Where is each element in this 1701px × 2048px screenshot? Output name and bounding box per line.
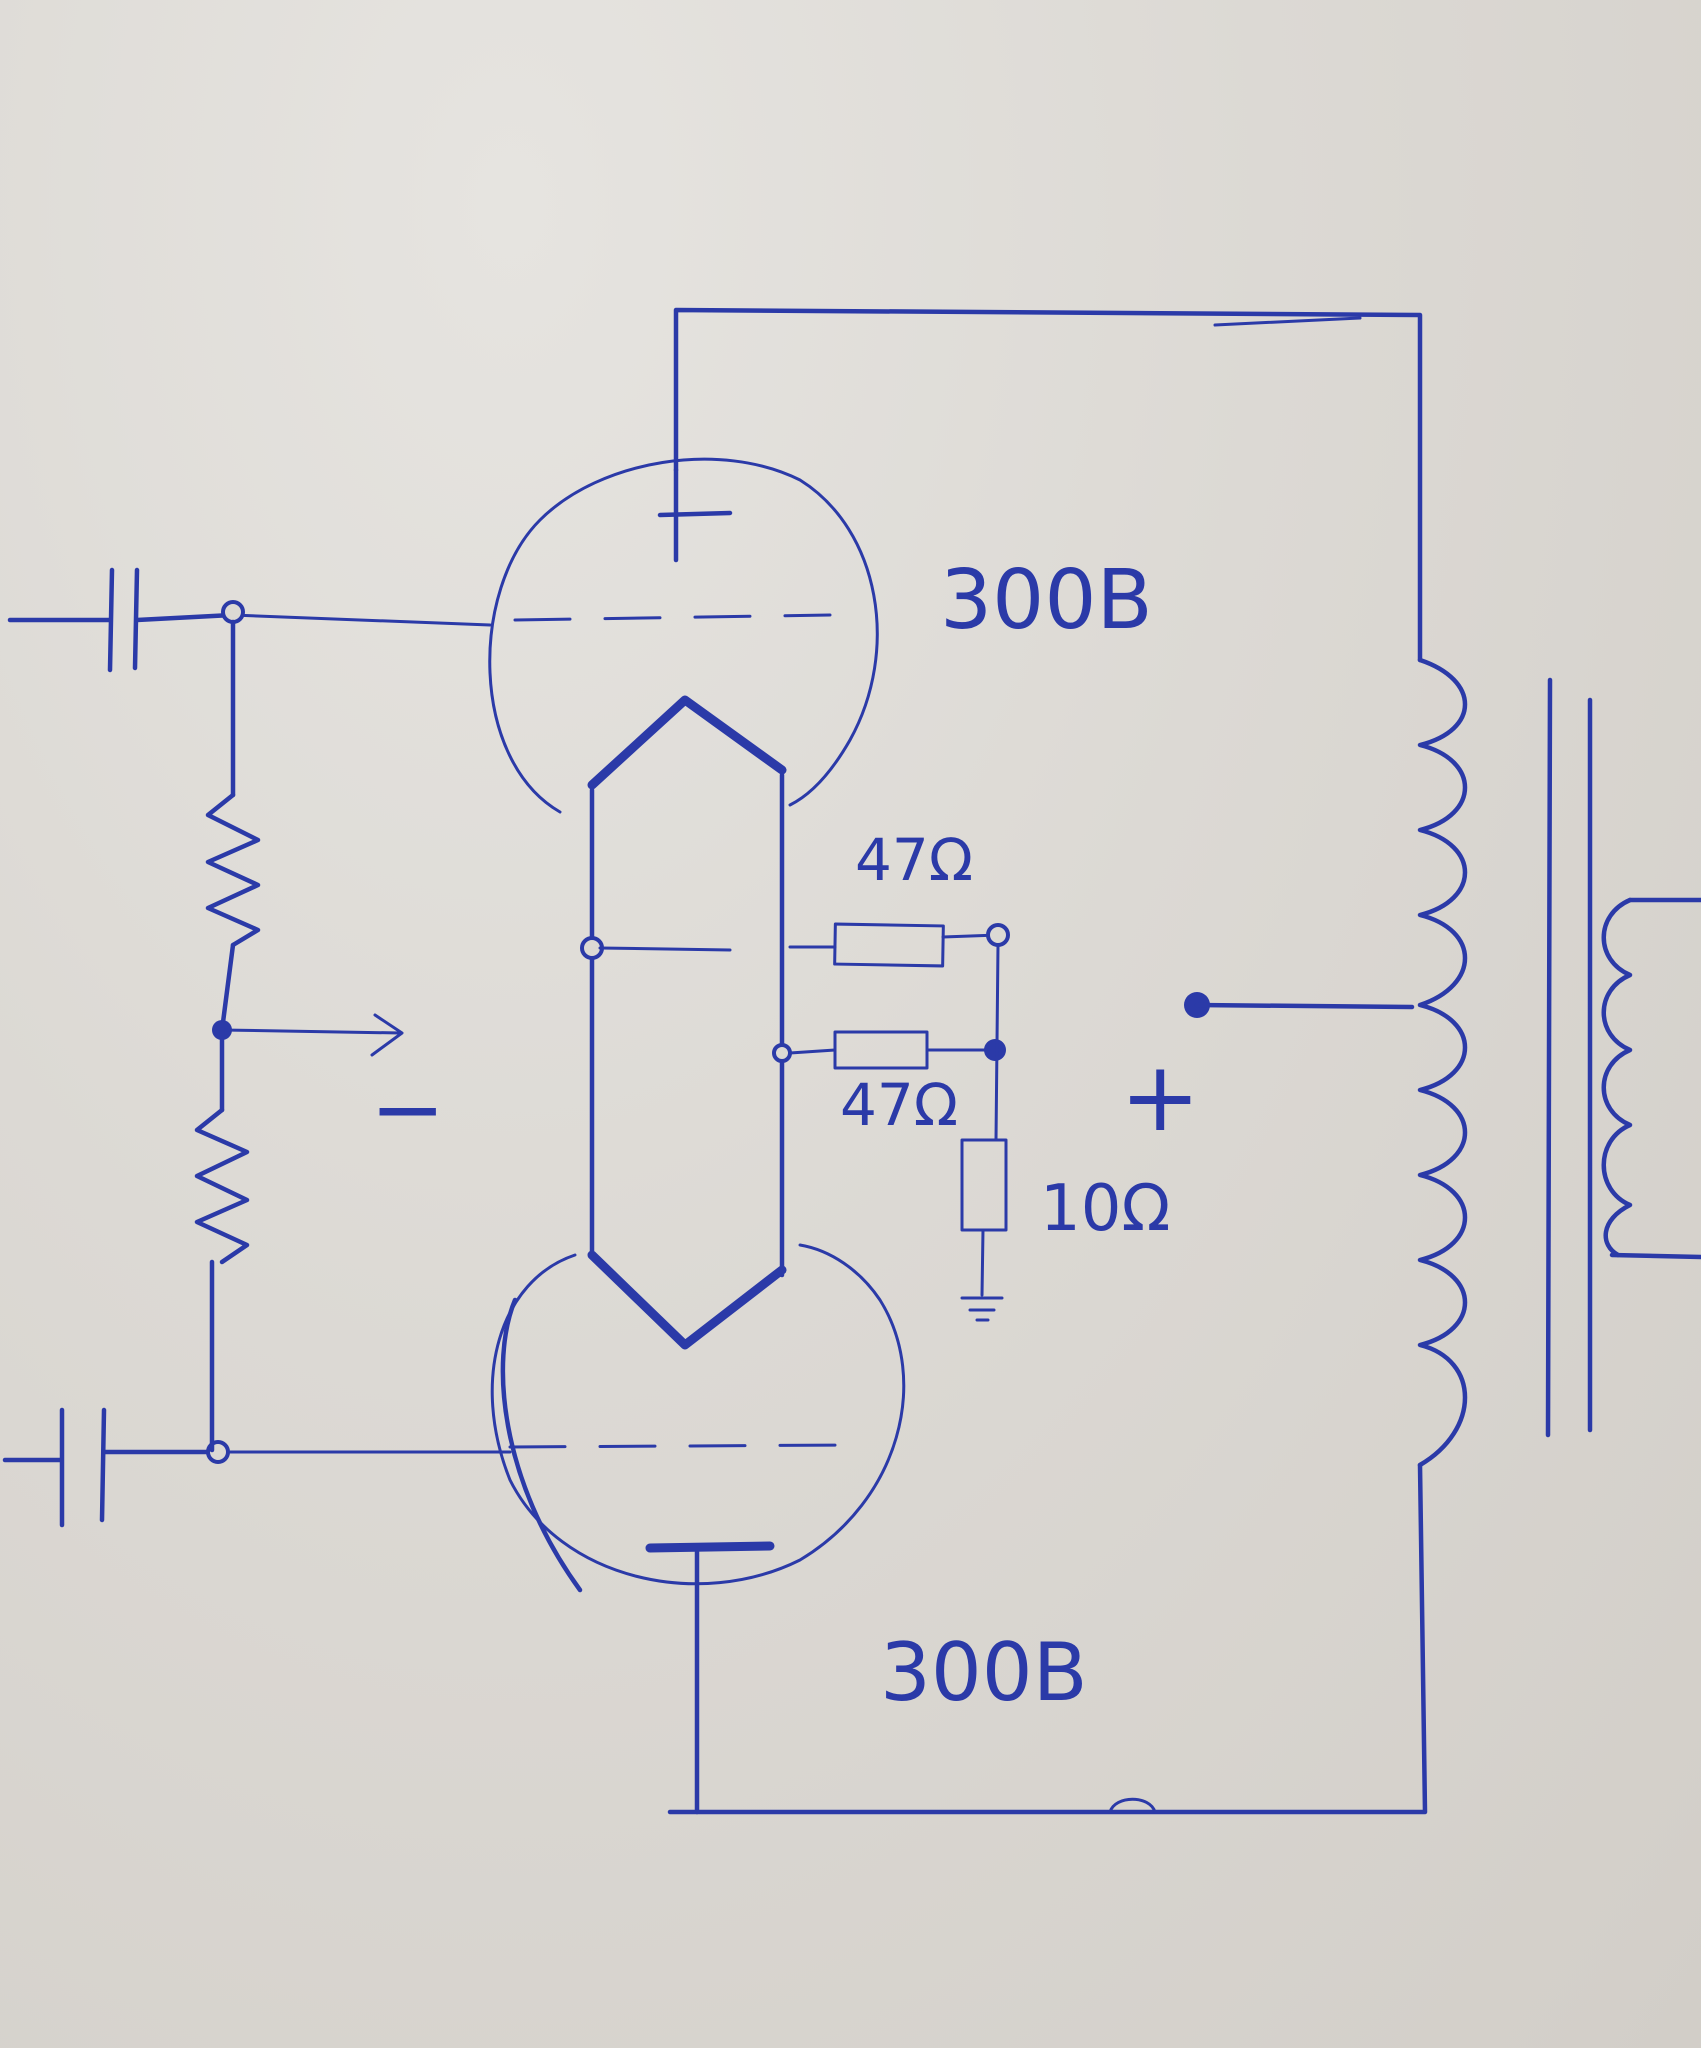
upper-grid-wire [230, 613, 492, 627]
resistor-top-label: 47Ω [855, 826, 973, 894]
top-wire-overstroke [1213, 316, 1362, 327]
bias-arrow-head [370, 1013, 404, 1057]
supply-plus-label: + [1120, 1041, 1200, 1153]
resistor-bottom-label: 47Ω [840, 1071, 958, 1139]
bottom-wire-hop [1108, 1797, 1157, 1814]
lower-tube-envelope [490, 1243, 906, 1586]
lower-envelope-overstroke [500, 1297, 583, 1593]
resistor-47-bottom [833, 1030, 929, 1070]
upper-grid [513, 613, 832, 622]
divider-resistor-bottom [194, 1107, 250, 1265]
lower-filament [587, 1250, 787, 1350]
divider-resistor-top [205, 792, 261, 948]
secondary-lead-bottom [1609, 1252, 1701, 1260]
lower-cap-plate-right [99, 1407, 107, 1523]
transformer-core-left [1545, 677, 1553, 1438]
resistor-10-ground [960, 1138, 1008, 1232]
resistor-junction-bottom [984, 1039, 1006, 1061]
resistor-junction-top [986, 923, 1010, 947]
upper-grid-node [221, 600, 245, 624]
bias-arrow-shaft [220, 1028, 402, 1035]
top-anode-wire [673, 307, 1423, 663]
bias-minus-label: − [370, 1057, 445, 1162]
lower-tube-label: 300B [880, 1626, 1088, 1719]
ground-lead [980, 1228, 985, 1297]
upper-tube-envelope [488, 457, 879, 814]
ground-resistor-label: 10Ω [1040, 1172, 1170, 1246]
filament-node-right [772, 1043, 792, 1063]
transformer-primary-coil [1417, 657, 1468, 1468]
divider-wire-mid [219, 942, 236, 1033]
transformer-secondary-coil [1601, 897, 1633, 1258]
upper-tube-label: 300B [940, 553, 1153, 648]
junction-vertical-wire [994, 943, 1000, 1142]
center-tap-wire [1194, 1002, 1415, 1010]
upper-anode-plate [657, 510, 733, 518]
upper-cap-plate-left [107, 567, 115, 673]
bottom-return-wire [667, 1462, 1428, 1815]
upper-cap-to-node [134, 612, 235, 623]
lower-grid [508, 1443, 852, 1449]
lower-anode-plate [645, 1541, 775, 1553]
filament-tap-left [598, 946, 732, 952]
resistor2-lead-in [788, 1048, 837, 1055]
resistor-47-top [833, 922, 945, 968]
upper-filament [587, 695, 787, 790]
